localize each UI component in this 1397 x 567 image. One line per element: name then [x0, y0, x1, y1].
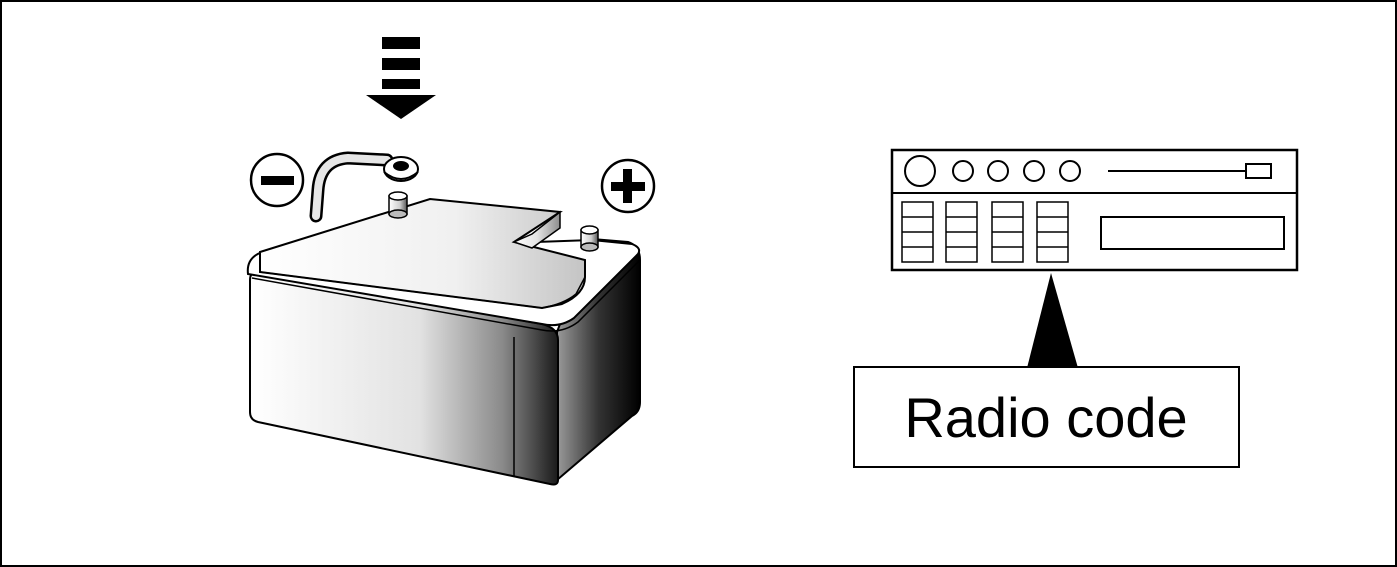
tuning-slider-icon: [1245, 163, 1272, 179]
negative-cable: [309, 151, 419, 223]
radio-code-box: [853, 366, 1240, 468]
preset-knob-icon: [1023, 160, 1045, 182]
down-arrow-icon: [366, 37, 436, 119]
minus-icon: [249, 152, 305, 208]
radio-button-grid: [901, 201, 1069, 263]
plus-icon: [600, 158, 656, 214]
volume-knob-icon: [904, 155, 936, 187]
battery-front-face: [249, 270, 559, 486]
radio-display: [1100, 216, 1285, 250]
negative-terminal-post: [388, 191, 408, 219]
preset-knob-icon: [987, 160, 1009, 182]
battery: [246, 37, 656, 486]
preset-knob-icon: [1059, 160, 1081, 182]
positive-terminal-post: [580, 225, 599, 252]
preset-knob-icon: [952, 160, 974, 182]
callout-pointer: [1027, 273, 1078, 368]
car-radio: Radio code: [853, 148, 1299, 468]
radio-code-label: Radio code: [904, 386, 1187, 449]
